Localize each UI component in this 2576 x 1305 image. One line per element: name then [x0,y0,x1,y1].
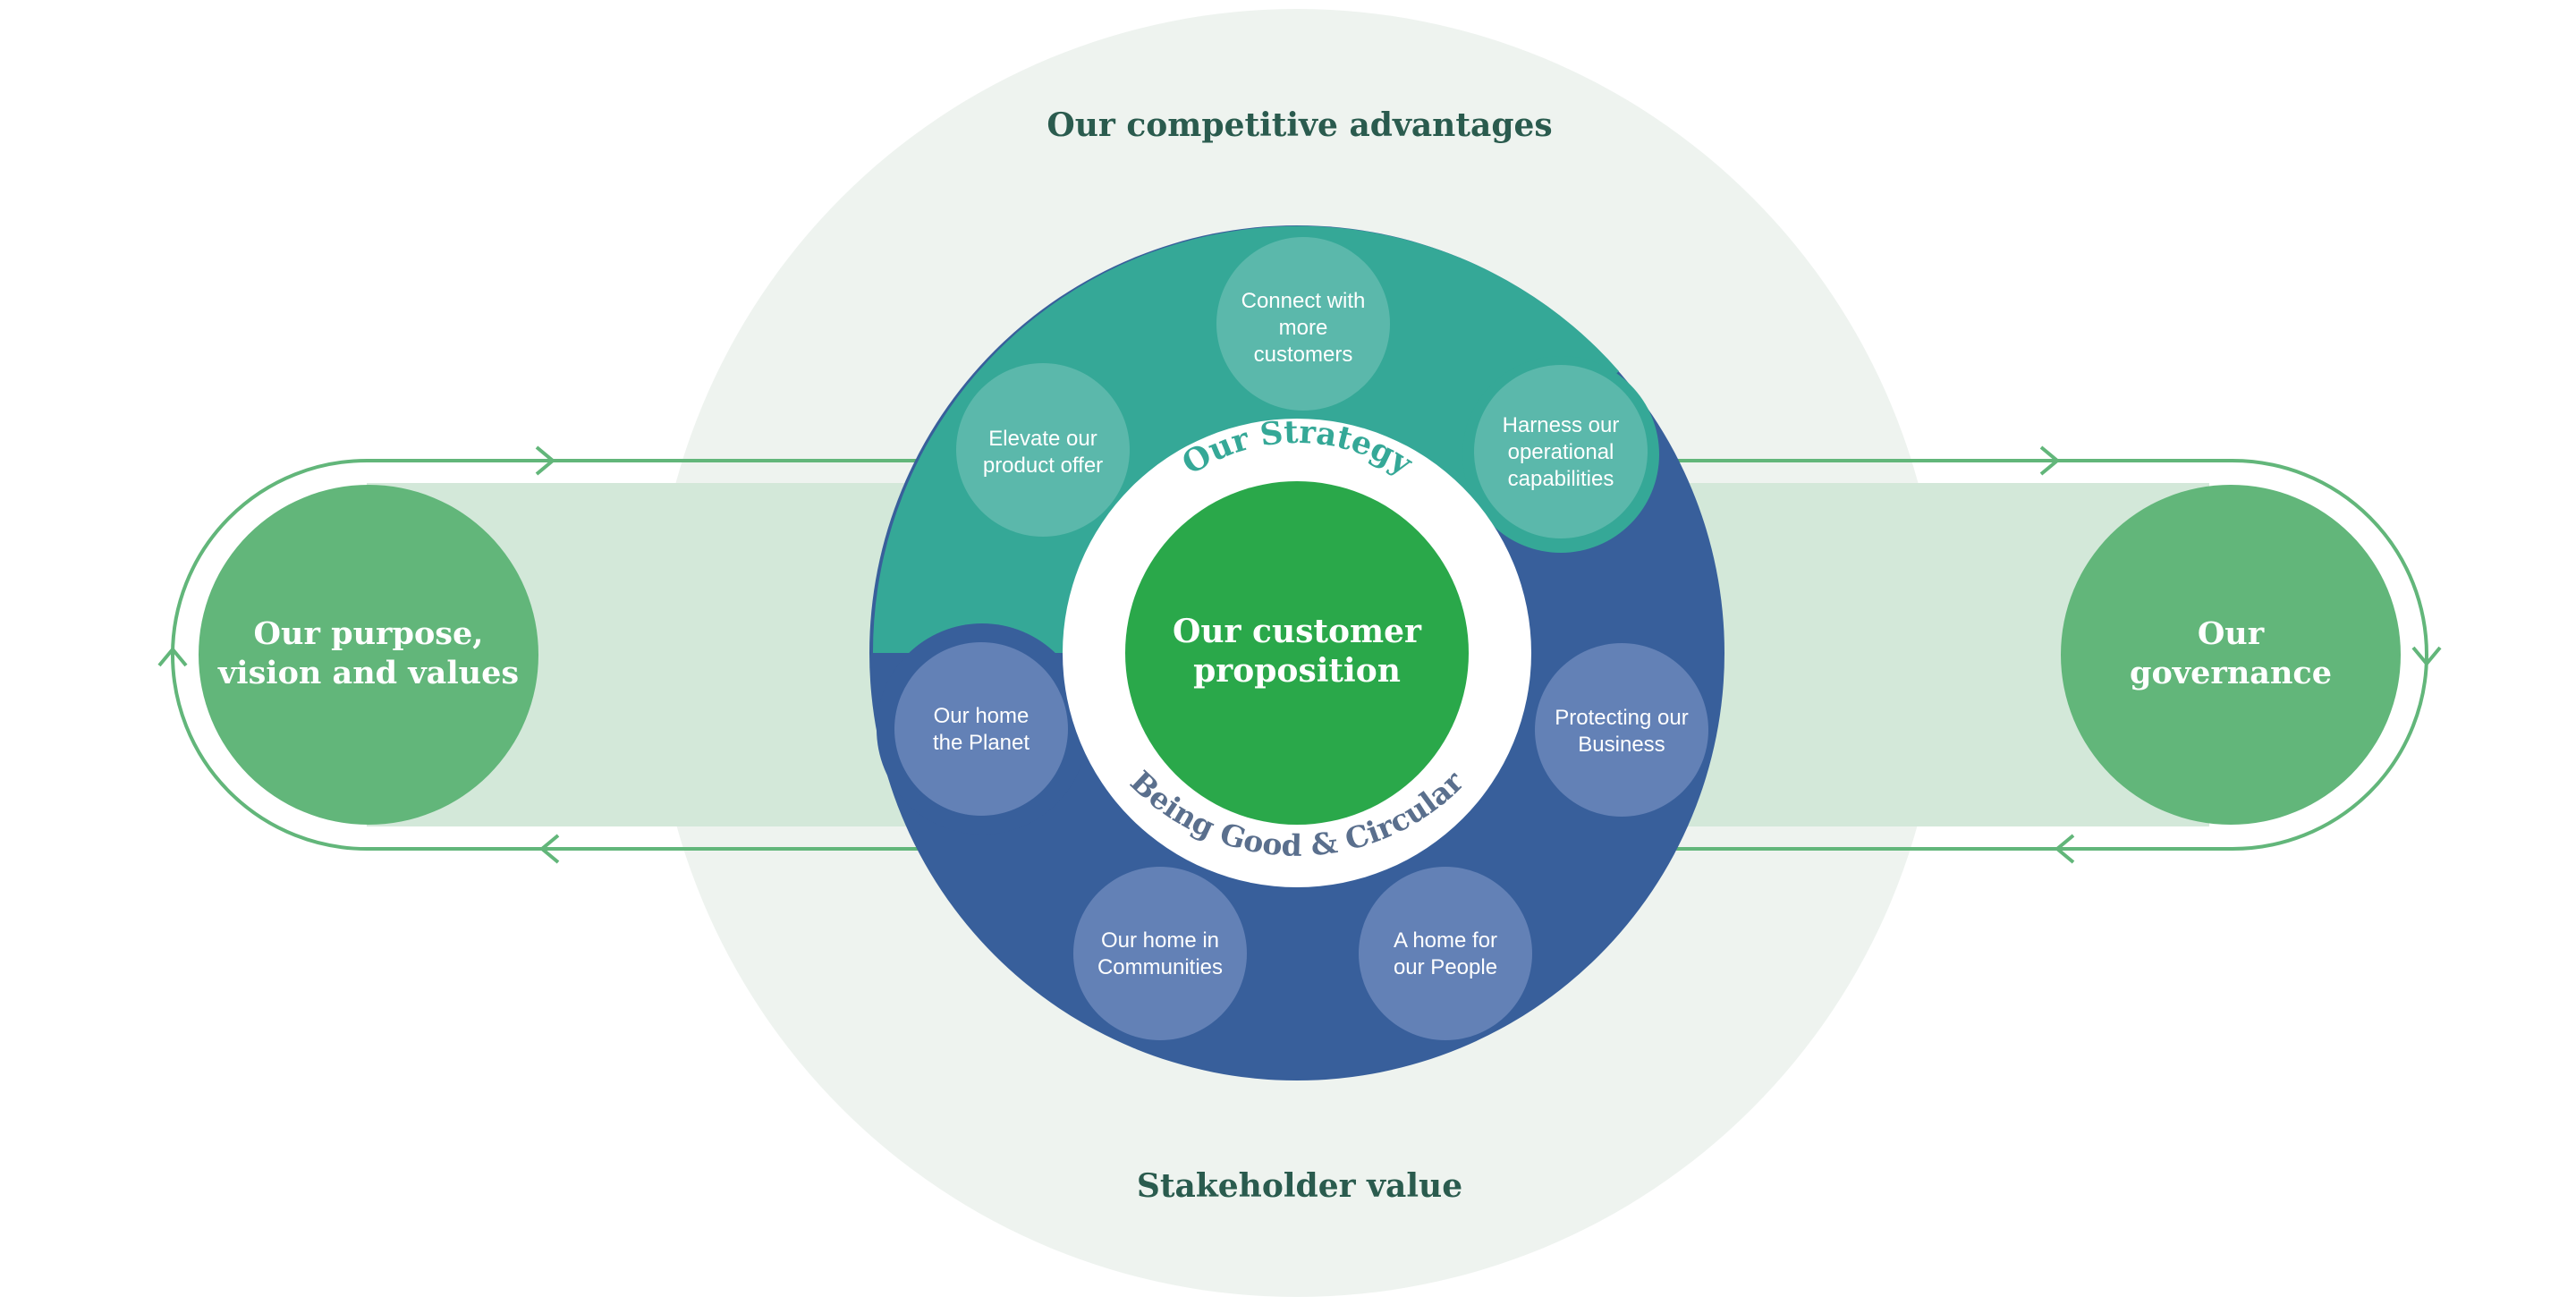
governance-node: Our governance [2061,485,2401,825]
pillar-text-line: product offer [983,453,1103,478]
pillar-connect-more-customers: Connect with more customers [1216,237,1390,411]
purpose-vision-values-node: Our purpose, vision and values [199,485,538,825]
pillar-text-line: more [1279,316,1328,340]
pillar-text-line: Our home [934,704,1030,728]
pillar-a-home-for-our-people: A home for our People [1359,867,1532,1040]
left-top-arrow-icon [535,445,556,476]
pillar-harness-operational-capabilities: Harness our operational capabilities [1474,365,1648,538]
left-side-arrow-icon [157,646,188,667]
pillar-elevate-product-offer: Elevate our product offer [956,363,1130,537]
pillar-protecting-our-business: Protecting our Business [1535,643,1708,817]
pillar-text-line: Our home in [1101,928,1219,953]
pillar-text-line: Communities [1097,955,1223,979]
pillar-text-line: capabilities [1508,467,1614,491]
right-top-arrow-icon [2039,445,2061,476]
stakeholder-value-heading: Stakeholder value [1137,1167,1462,1205]
purpose-node-line2: vision and values [217,655,519,691]
pillar-text-line: Harness our [1503,413,1620,437]
competitive-advantages-heading: Our competitive advantages [1046,106,1552,144]
governance-node-line2: governance [2130,655,2332,691]
customer-proposition-center [1125,481,1469,825]
right-bottom-arrow-icon [2054,834,2075,864]
pillar-text-line: the Planet [933,731,1030,755]
purpose-node-line1: Our purpose, [254,615,484,652]
center-line1: Our customer [1173,613,1422,650]
center-line2: proposition [1193,652,1401,690]
pillar-text-line: Protecting our [1555,706,1688,730]
pillar-text-line: Elevate our [988,427,1097,451]
left-flow-loop [157,445,948,864]
pillar-text-line: Connect with [1241,289,1366,313]
pillar-text-line: customers [1254,343,1353,367]
pillar-our-home-the-planet: Our home the Planet [894,642,1068,816]
right-side-arrow-icon [2411,646,2442,667]
pillar-text-line: Business [1578,733,1665,757]
pillar-text-line: operational [1508,440,1614,464]
pillar-text-line: our People [1394,955,1497,979]
governance-node-line1: Our [2198,615,2265,652]
pillar-our-home-in-communities: Our home in Communities [1073,867,1247,1040]
pillar-text-line: A home for [1394,928,1497,953]
right-flow-loop [1646,445,2442,864]
left-bottom-arrow-icon [538,834,560,864]
